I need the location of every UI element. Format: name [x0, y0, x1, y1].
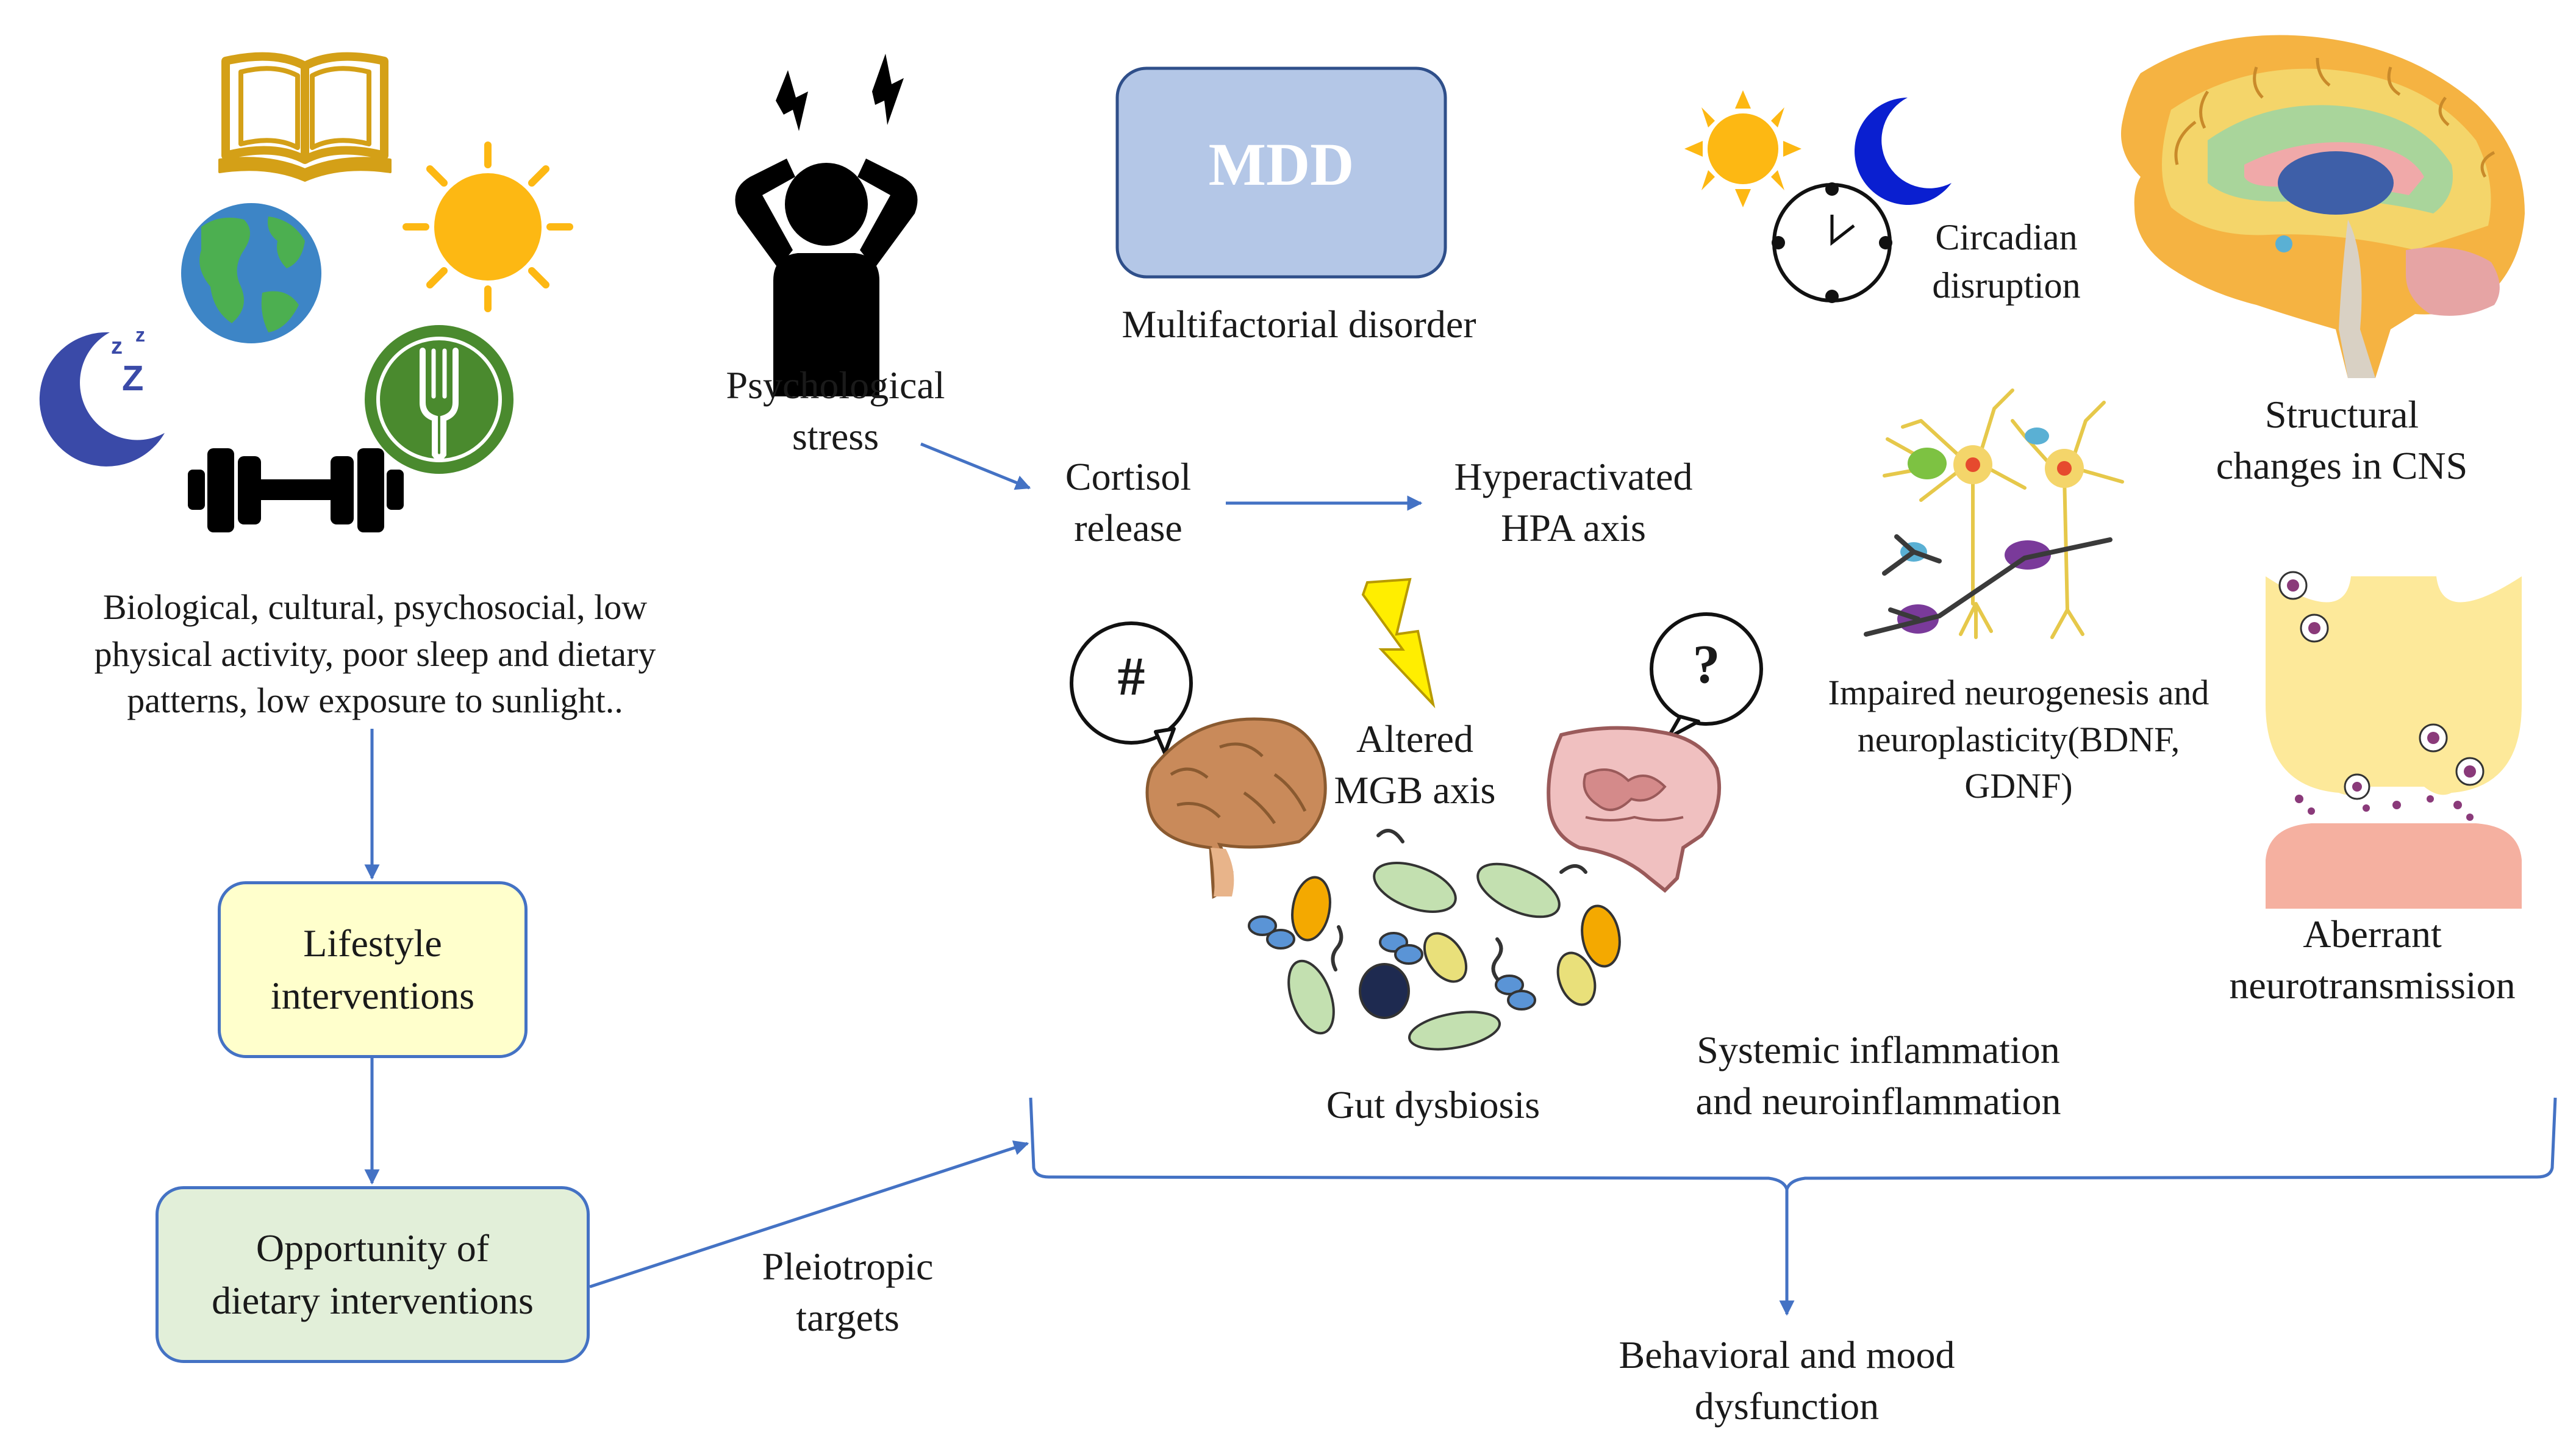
lifestyle-line-1: Lifestyle	[303, 921, 442, 965]
book-icon	[218, 52, 392, 182]
hpa-line-1: Hyperactivated	[1454, 455, 1693, 498]
pleiotropic-targets-label: Pleiotropic targets	[726, 1241, 970, 1344]
synapse-icon	[2266, 571, 2522, 909]
risk-line-3: patterns, low exposure to sunlight..	[127, 681, 623, 721]
inflammation-label: Systemic inflammation and neuroinflammat…	[1659, 1025, 2098, 1128]
mgb-line-2: MGB axis	[1334, 768, 1496, 812]
pleiotropic-line-2: targets	[796, 1296, 900, 1340]
speech-bubble-brain	[1070, 621, 1193, 755]
gut-icon	[1547, 726, 1722, 893]
speech-bubble-gut	[1650, 612, 1763, 740]
neurogenesis-line-3: GDNF)	[1964, 766, 2073, 806]
neurogenesis-line-1: Impaired neurogenesis and	[1828, 673, 2209, 712]
brain-sagittal-icon	[2121, 35, 2525, 378]
night-moon-icon	[1855, 98, 1952, 205]
hpa-axis-label: Hyperactivated HPA axis	[1421, 451, 1726, 554]
bacteria-icon	[1248, 829, 1621, 1051]
lifestyle-interventions-box: Lifestyle interventions	[218, 881, 528, 1058]
brain-bubble-symbol: #	[1117, 646, 1145, 707]
stressed-person-icon	[735, 54, 918, 396]
inflammation-line-1: Systemic inflammation	[1697, 1028, 2060, 1072]
inflammation-line-2: and neuroinflammation	[1695, 1079, 2061, 1123]
svg-text:z: z	[111, 334, 123, 359]
dietary-line-1: Opportunity of	[256, 1226, 490, 1270]
circadian-line-1: Circadian	[1935, 217, 2078, 257]
arrow-dietary-to-targets	[589, 1140, 1029, 1289]
cortisol-line-2: release	[1074, 506, 1182, 550]
dietary-interventions-box: Opportunity of dietary interventions	[156, 1186, 590, 1363]
mdd-caption: Multifactorial disorder	[1122, 302, 1476, 346]
clock-icon	[1772, 182, 1892, 303]
arrow-stress-to-cortisol	[920, 442, 1031, 490]
sun-icon	[1684, 90, 1801, 207]
hpa-line-2: HPA axis	[1501, 506, 1646, 550]
svg-text:z: z	[135, 324, 145, 346]
cns-line-1: Structural	[2264, 393, 2419, 436]
sleep-moon-icon: Z z z	[39, 324, 165, 467]
lightning-bolt-icon	[1361, 578, 1436, 709]
mgb-line-1: Altered	[1356, 717, 1473, 760]
stress-line-1: Psychological	[726, 363, 945, 407]
neurogenesis-label: Impaired neurogenesis and neuroplasticit…	[1805, 670, 2232, 810]
brain-icon	[1145, 717, 1327, 899]
dietary-line-2: dietary interventions	[212, 1279, 534, 1322]
earth-icon	[181, 203, 321, 343]
risk-factors-text: Biological, cultural, psychosocial, low …	[37, 584, 714, 724]
cns-changes-label: Structural changes in CNS	[2171, 389, 2513, 492]
dumbbell-icon	[188, 448, 404, 532]
neuron-icon	[1864, 388, 2124, 639]
gut-bubble-symbol: ?	[1692, 634, 1720, 695]
pleiotropic-line-1: Pleiotropic	[762, 1245, 934, 1288]
neurotransmission-line-1: Aberrant	[2303, 912, 2442, 956]
fork-plate-icon	[365, 325, 513, 474]
outcome-label: Behavioral and mood dysfunction	[1561, 1329, 2012, 1433]
mgb-axis-label: Altered MGB axis	[1317, 714, 1512, 817]
outcome-line-2: dysfunction	[1694, 1384, 1880, 1428]
risk-line-1: Biological, cultural, psychosocial, low	[102, 587, 648, 627]
neurotransmission-label: Aberrant neurotransmission	[2189, 909, 2555, 1012]
cortisol-release-label: Cortisol release	[1025, 451, 1232, 554]
svg-text:Z: Z	[122, 359, 143, 398]
stress-line-2: stress	[792, 415, 879, 459]
cns-line-2: changes in CNS	[2216, 444, 2468, 488]
mdd-label: MDD	[1208, 131, 1354, 198]
circadian-line-2: disruption	[1932, 265, 2081, 306]
neurotransmission-line-2: neurotransmission	[2229, 964, 2516, 1007]
neurogenesis-line-2: neuroplasticity(BDNF,	[1857, 719, 2180, 759]
outcome-line-1: Behavioral and mood	[1619, 1333, 1955, 1376]
risk-line-2: physical activity, poor sleep and dietar…	[94, 634, 656, 674]
cortisol-line-1: Cortisol	[1065, 455, 1192, 498]
arrows	[364, 442, 2557, 1316]
mdd-box	[1115, 66, 1447, 279]
sun-icon	[402, 141, 573, 312]
psychological-stress-label: Psychological stress	[695, 360, 976, 463]
gut-dysbiosis-label: Gut dysbiosis	[1326, 1083, 1540, 1126]
lifestyle-line-2: interventions	[270, 974, 475, 1017]
circadian-disruption-label: Circadian disruption	[1903, 213, 2110, 310]
